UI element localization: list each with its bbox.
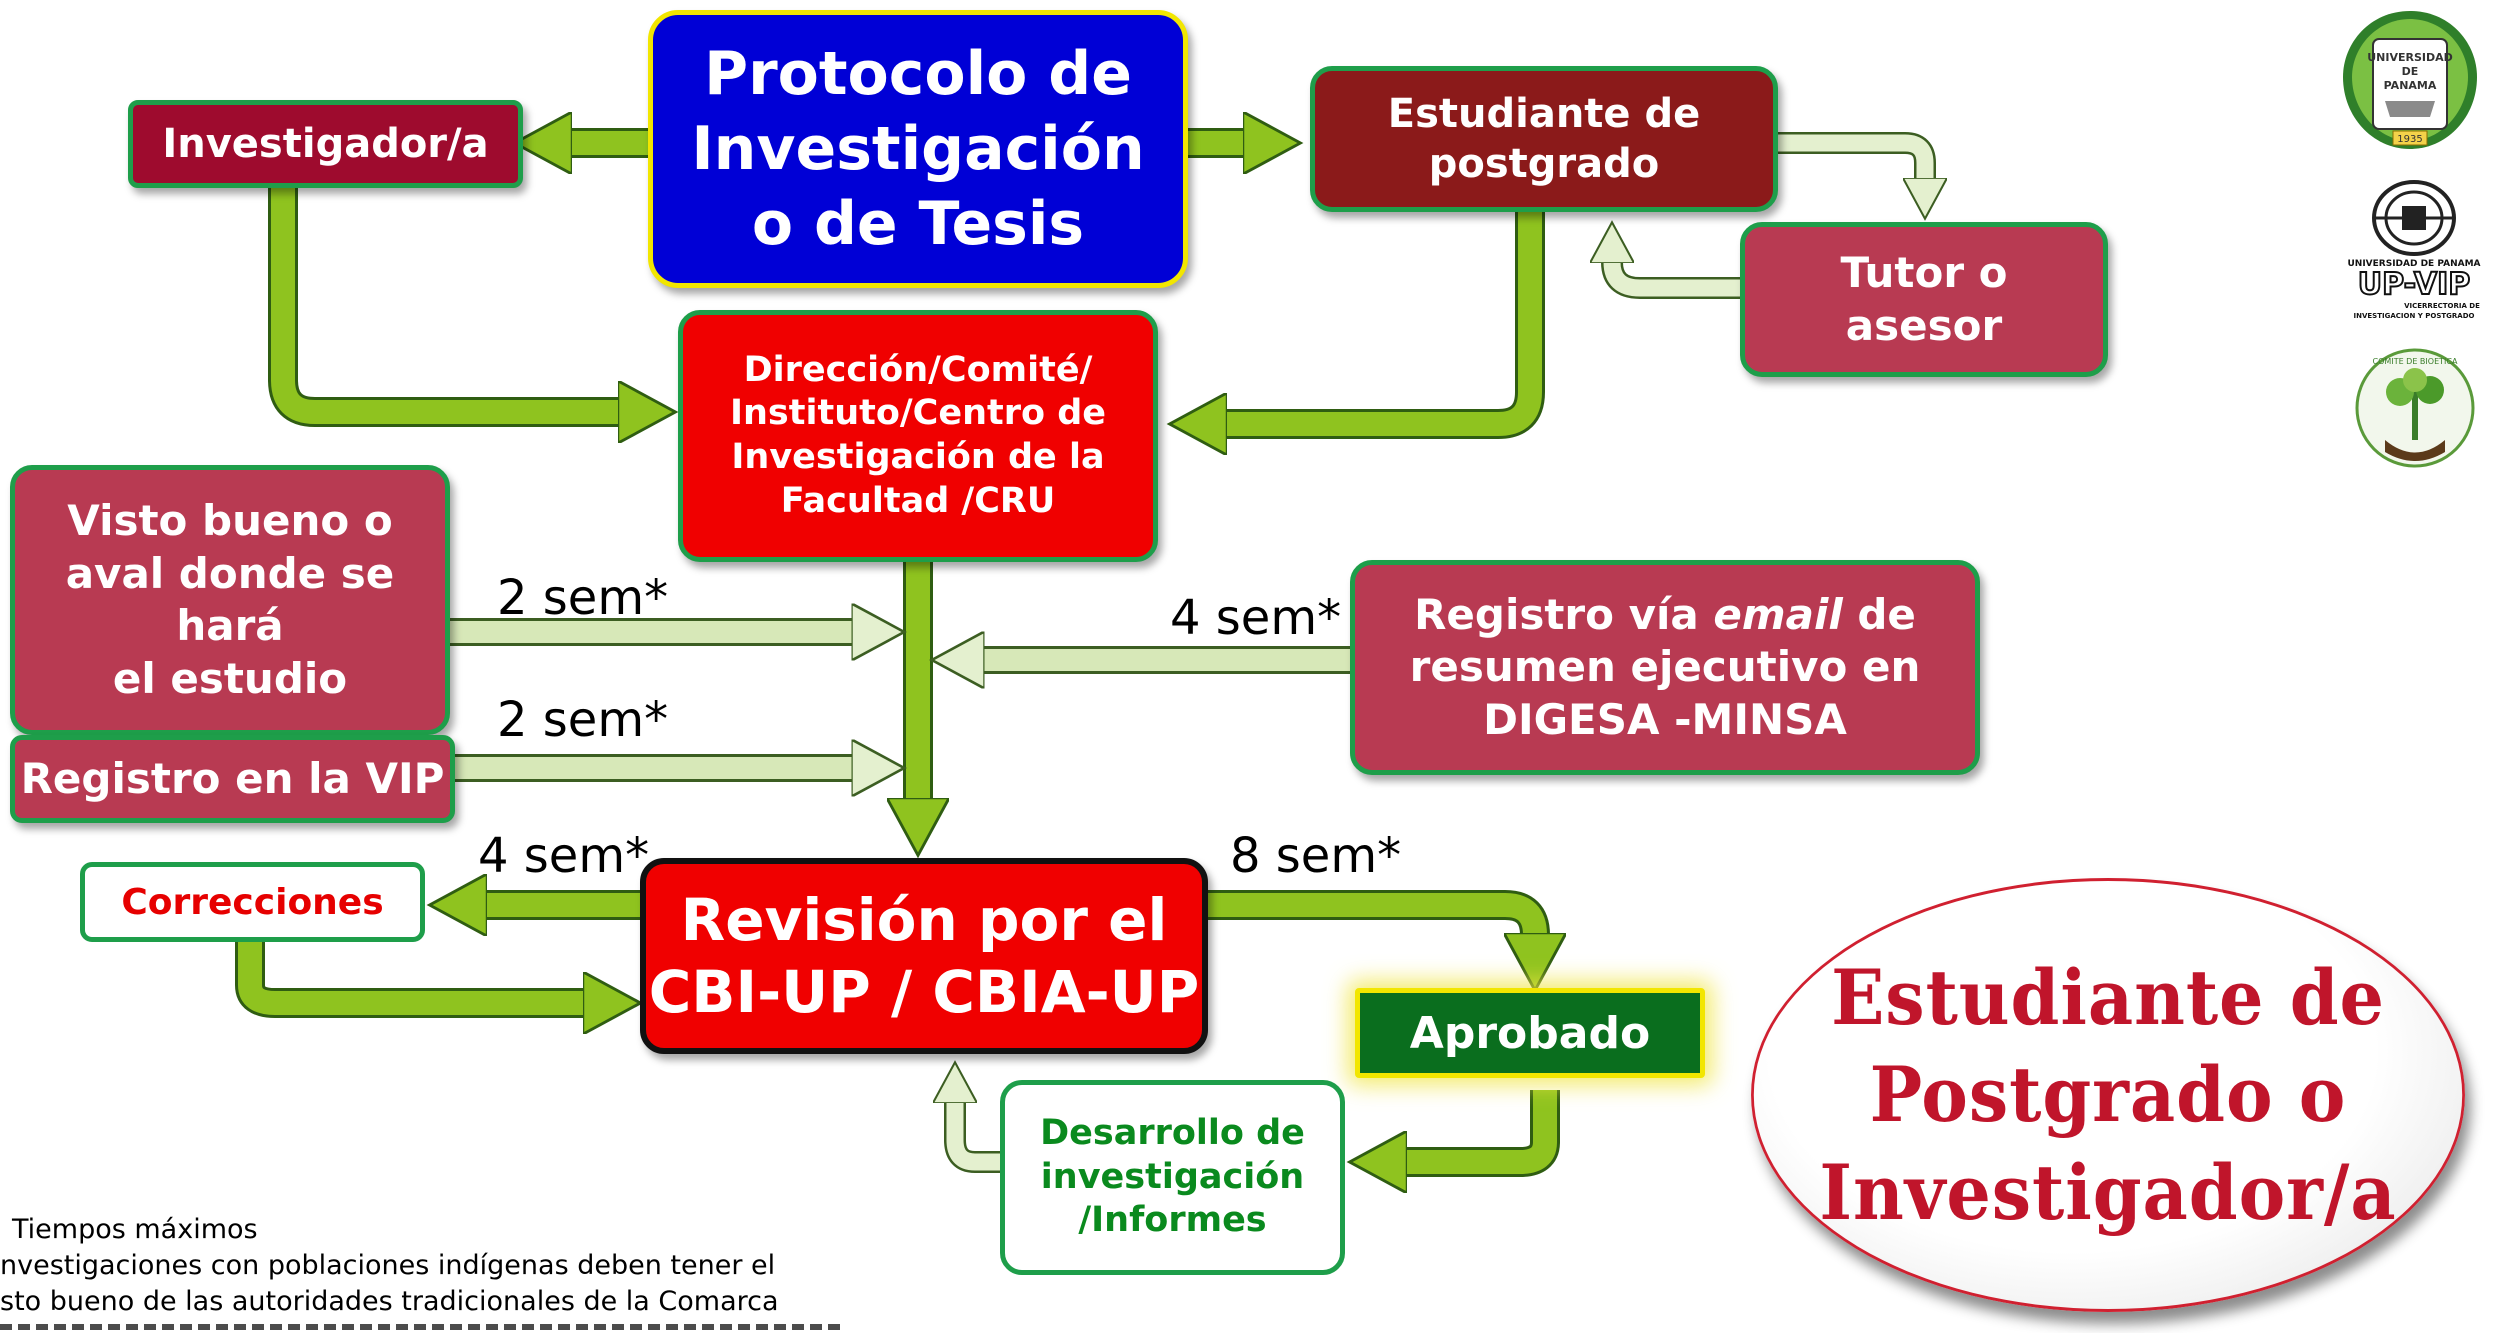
correcciones-box: Correcciones: [80, 862, 425, 942]
protocol-line-3: o de Tesis: [751, 188, 1085, 259]
desarrollo-line-1: Desarrollo de: [1040, 1112, 1305, 1153]
tutor-line-2: asesor: [1845, 300, 2003, 350]
visto-bueno-box: Visto bueno o aval donde se hará el estu…: [10, 465, 450, 735]
investigador-box: Investigador/a: [128, 100, 523, 188]
up-vip-mark: UP-VIP: [2358, 267, 2470, 302]
protocol-line-2: Investigación: [691, 113, 1145, 184]
digesa-box: Registro vía email de resumen ejecutivo …: [1350, 560, 1980, 775]
oval-line-1: Estudiante de: [1831, 953, 2385, 1043]
role-oval: Estudiante de Postgrado o Investigador/a: [1751, 878, 2465, 1312]
oval-line-3: Investigador/a: [1819, 1147, 2397, 1237]
revision-line-1: Revisión por el: [680, 885, 1168, 954]
estudiante-line-2: postgrado: [1428, 141, 1660, 187]
footnote-line-3: sto bueno de las autoridades tradicional…: [0, 1286, 779, 1317]
desarrollo-line-2: investigación: [1040, 1156, 1305, 1197]
direccion-line-1: Dirección/Comité/: [743, 349, 1093, 390]
seal-text-2: DE: [2402, 65, 2419, 78]
revision-line-2: CBI-UP / CBIA-UP: [648, 958, 1200, 1026]
comite-bioetica-logo-icon: COMITE DE BIOETICA: [2355, 348, 2475, 468]
seal-text-1: UNIVERSIDAD: [2367, 51, 2453, 64]
protocol-box: Protocolo de Investigación o de Tesis: [648, 10, 1188, 288]
investigador-label: Investigador/a: [162, 121, 489, 167]
visto-line-1: Visto bueno o: [67, 496, 393, 545]
digesa-line-1: Registro vía email de: [1414, 589, 1916, 639]
arrow-investigador-to-direccion: [268, 188, 625, 427]
registro-vip-box: Registro en la VIP: [10, 735, 455, 823]
direccion-box: Dirección/Comité/ Instituto/Centro de In…: [678, 310, 1158, 562]
time-label-vip: 2 sem*: [497, 692, 669, 748]
visto-line-3: hará: [176, 601, 284, 650]
desarrollo-box: Desarrollo de investigación /Informes: [1000, 1080, 1345, 1275]
aprobado-box: Aprobado: [1355, 988, 1705, 1078]
up-vip-logo-icon: UNIVERSIDAD DE PANAMA UP-VIP VICERRECTOR…: [2347, 180, 2481, 320]
bioetica-arc: COMITE DE BIOETICA: [2373, 357, 2458, 366]
estudiante-box: Estudiante de postgrado: [1310, 66, 1778, 212]
seal-year: 1935: [2397, 134, 2422, 145]
aprobado-label: Aprobado: [1409, 1007, 1651, 1059]
registro-vip-label: Registro en la VIP: [20, 753, 445, 803]
tutor-box: Tutor o asesor: [1740, 222, 2108, 377]
time-label-correcciones: 4 sem*: [478, 828, 650, 884]
direccion-line-2: Instituto/Centro de: [729, 393, 1107, 434]
time-label-aprobado: 8 sem*: [1230, 828, 1402, 884]
footnote-line-2: nvestigaciones con poblaciones indígenas…: [0, 1250, 776, 1281]
estudiante-line-1: Estudiante de: [1387, 91, 1701, 137]
tutor-line-1: Tutor o: [1840, 248, 2008, 297]
up-vip-sub1: VICERRECTORIA DE: [2404, 302, 2480, 310]
time-label-visto: 2 sem*: [497, 570, 669, 626]
arrow-estudiante-to-direccion: [1220, 212, 1545, 439]
universidad-panama-seal-icon: UNIVERSIDAD DE PANAMA 1935: [2343, 11, 2477, 149]
revision-box: Revisión por el CBI-UP / CBIA-UP: [640, 858, 1208, 1054]
correcciones-label: Correcciones: [121, 881, 384, 923]
oval-line-2: Postgrado o: [1869, 1050, 2347, 1140]
visto-line-4: el estudio: [112, 653, 348, 703]
direccion-line-3: Investigación de la: [731, 437, 1105, 477]
direccion-line-4: Facultad /CRU: [780, 480, 1056, 521]
time-label-digesa: 4 sem*: [1170, 590, 1342, 646]
seal-text-3: PANAMA: [2384, 79, 2437, 92]
digesa-line-3: DIGESA -MINSA: [1483, 694, 1847, 744]
footnote-line-4-cut: [0, 1322, 840, 1333]
visto-line-2: aval donde se: [65, 548, 395, 598]
up-vip-sub2: INVESTIGACION Y POSTGRADO: [2354, 312, 2475, 320]
desarrollo-line-3: /Informes: [1078, 1200, 1267, 1241]
digesa-line-2: resumen ejecutivo en: [1409, 642, 1921, 692]
footnote-line-1: Tiempos máximos: [12, 1214, 258, 1245]
up-vip-top: UNIVERSIDAD DE PANAMA: [2347, 259, 2480, 269]
protocol-line-1: Protocolo de: [704, 38, 1132, 109]
